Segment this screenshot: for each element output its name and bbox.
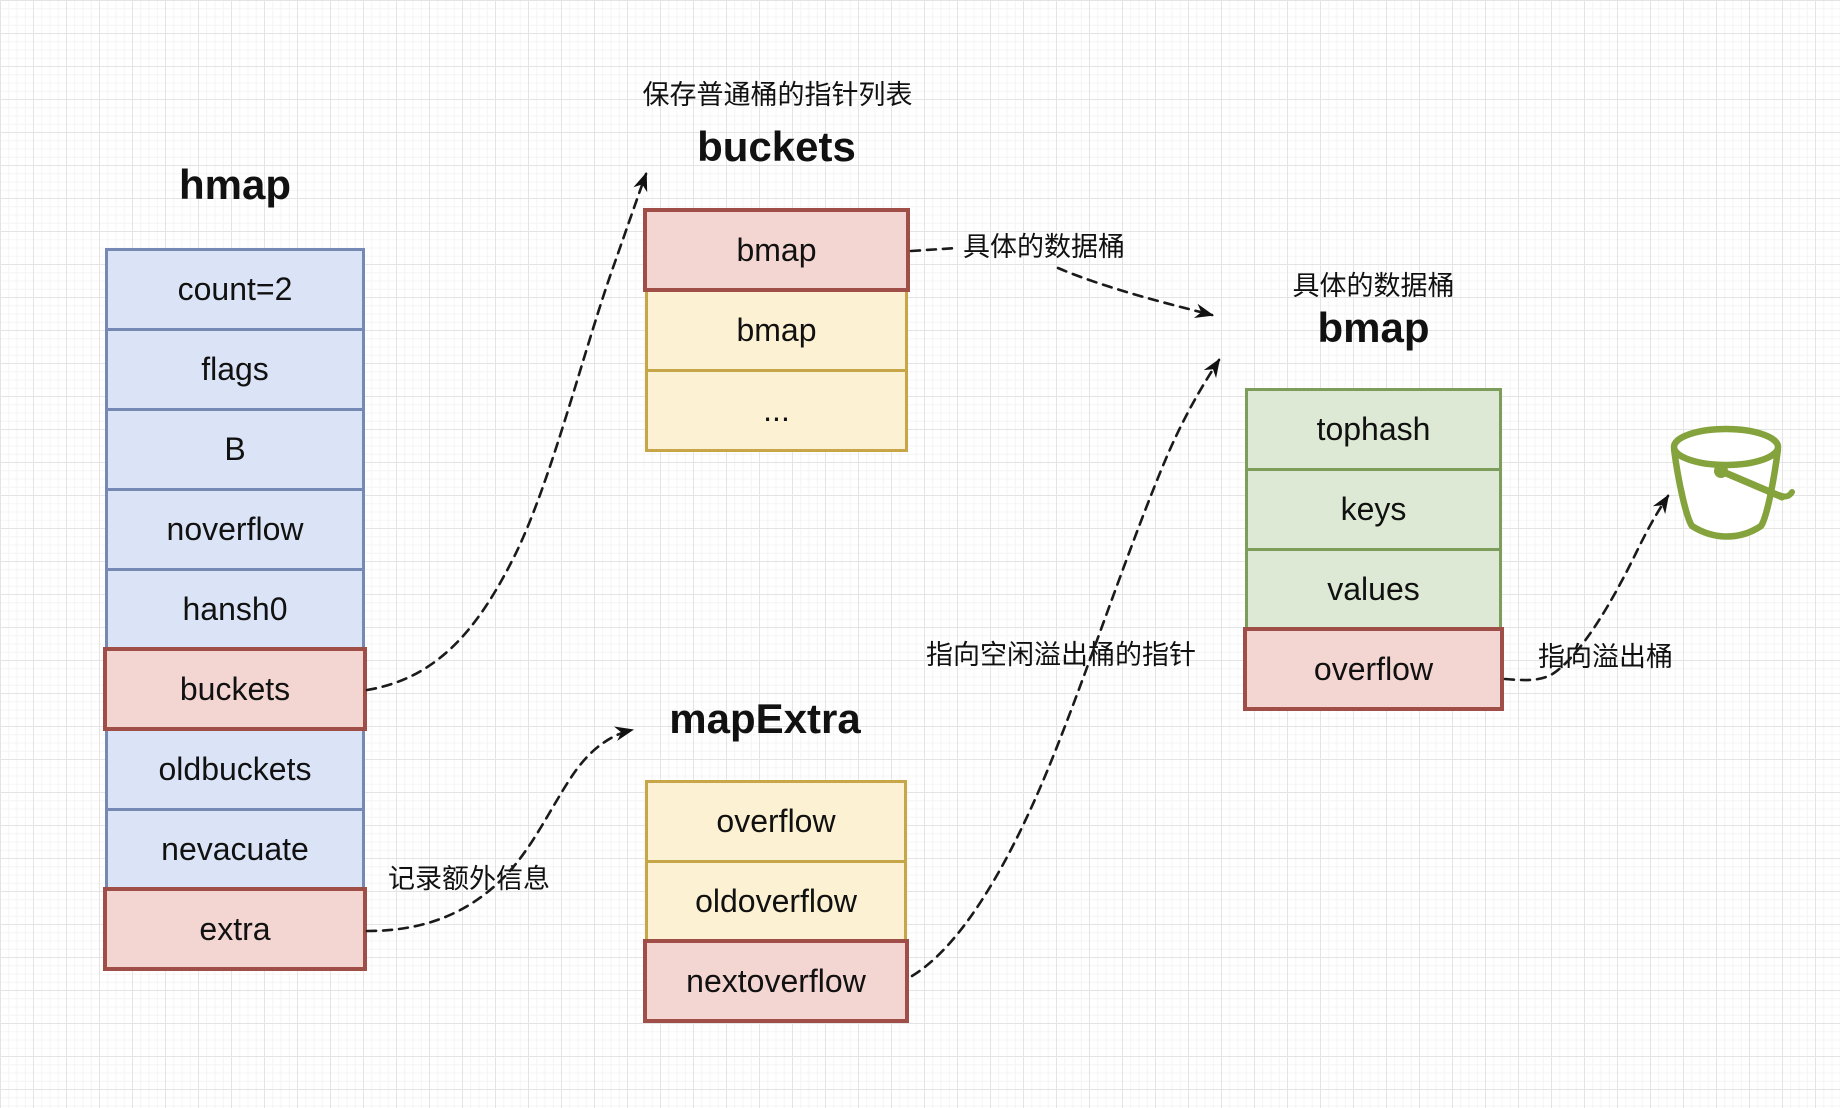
- field-cell-extra: extra: [103, 887, 367, 971]
- bucket-handle-knob: [1714, 464, 1728, 478]
- bucket-handle: [1717, 467, 1786, 501]
- field-cell-nextoverflow: nextoverflow: [643, 939, 909, 1023]
- field-cell-noverflow: noverflow: [105, 488, 365, 571]
- field-cell-values: values: [1245, 548, 1502, 631]
- bucket-icon: [1670, 425, 1795, 540]
- bucket-rim: [1670, 425, 1782, 469]
- field-cell-oldbuckets: oldbuckets: [105, 728, 365, 811]
- field-cell-bmap: bmap: [643, 208, 910, 292]
- buckets-caption: 保存普通桶的指针列表: [642, 80, 913, 110]
- arrow-label-to-bmap: [1056, 266, 1215, 318]
- annotation-free-overflow-pointer: 指向空闲溢出桶的指针: [926, 640, 1196, 670]
- field-cell-hansh0: hansh0: [105, 568, 365, 651]
- arrow-hmap-buckets-to-buckets: [365, 172, 648, 692]
- field-cell-oldoverflow: oldoverflow: [645, 860, 907, 943]
- mapextra-title: mapExtra: [669, 695, 861, 742]
- field-cell-b: B: [105, 408, 365, 491]
- field-cell-count-2: count=2: [105, 248, 365, 331]
- field-cell-tophash: tophash: [1245, 388, 1502, 471]
- field-cell-buckets: buckets: [103, 647, 367, 731]
- annotation-concrete-bucket: 具体的数据桶: [963, 232, 1125, 262]
- field-cell-keys: keys: [1245, 468, 1502, 551]
- annotation-overflow-pointer: 指向溢出桶: [1538, 642, 1673, 672]
- arrow-extra-to-mapextra: [365, 726, 635, 933]
- field-cell-flags: flags: [105, 328, 365, 411]
- arrow-bmapcell-to-label: [909, 246, 959, 253]
- bucket-handle-tip: [1776, 489, 1795, 500]
- field-cell-overflow: overflow: [645, 780, 907, 863]
- field-cell--: ...: [645, 369, 908, 452]
- field-cell-bmap: bmap: [645, 289, 908, 372]
- annotation-extra-info: 记录额外信息: [388, 864, 550, 894]
- bmap-caption: 具体的数据桶: [1292, 271, 1455, 301]
- hmap-title: hmap: [178, 161, 291, 208]
- field-cell-overflow: overflow: [1243, 627, 1504, 711]
- buckets-title: buckets: [697, 123, 856, 170]
- bmap-title: bmap: [1317, 304, 1430, 351]
- field-cell-nevacuate: nevacuate: [105, 808, 365, 891]
